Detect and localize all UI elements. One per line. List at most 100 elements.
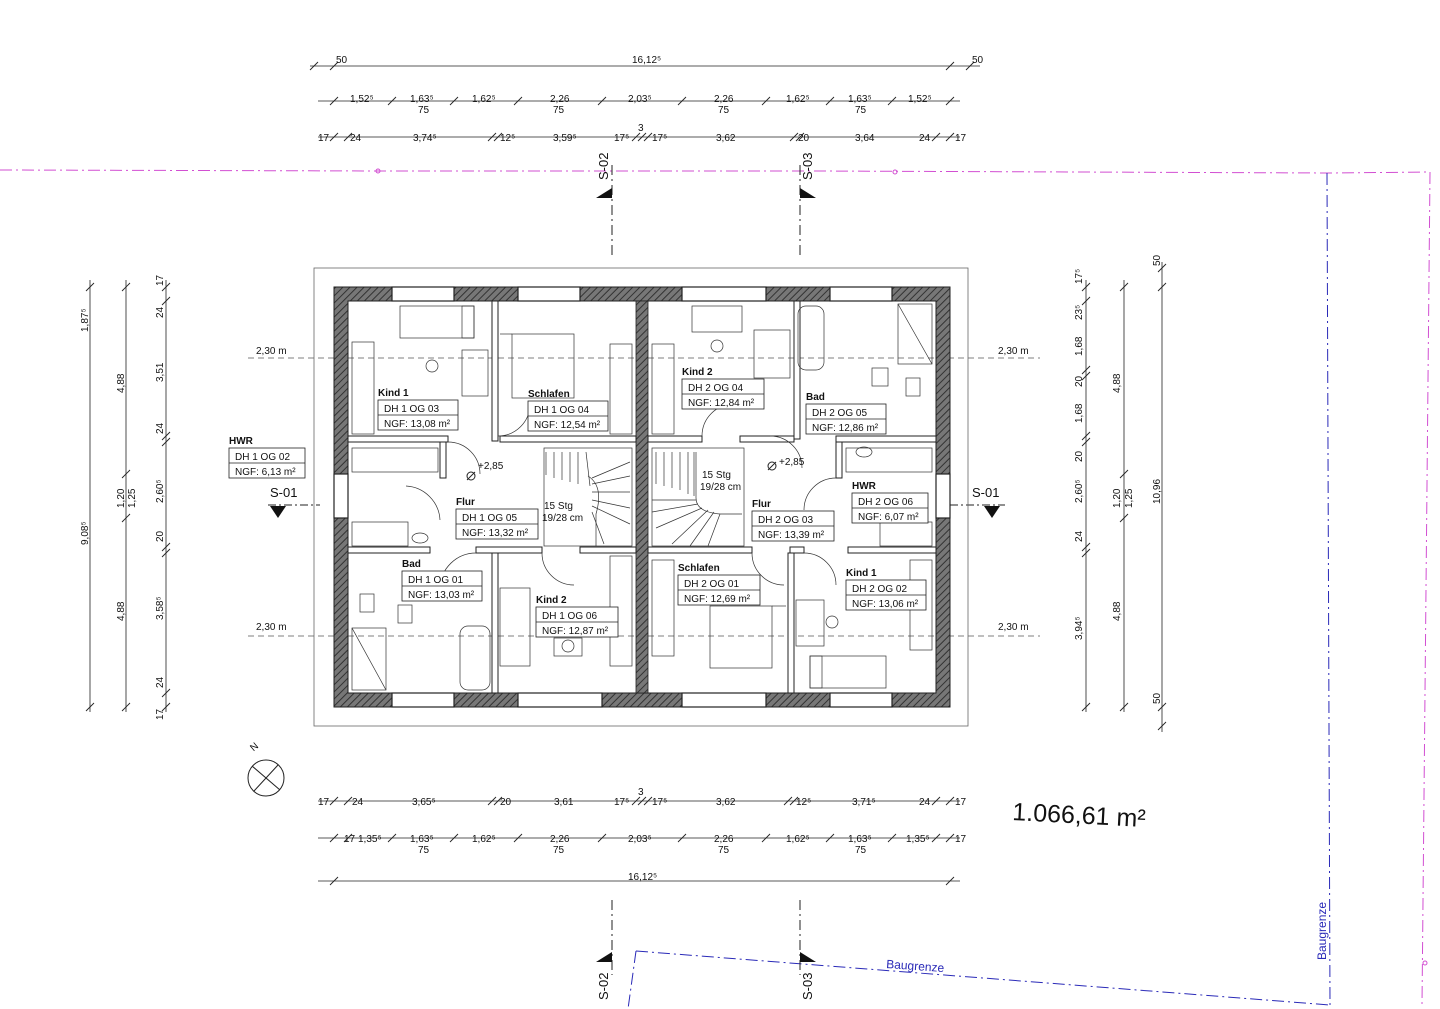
- dim-tick: [329, 833, 339, 843]
- dim-tick: [1081, 542, 1091, 552]
- dim-l-mid-1: 1,25: [127, 488, 138, 508]
- dim-l-win-1: 1,20: [116, 488, 127, 508]
- property-line: [0, 168, 1431, 1006]
- room-name: HWR: [852, 481, 877, 492]
- dim-tick: [493, 796, 503, 806]
- height-label-bl: 2,30 m: [256, 622, 287, 633]
- dim-tick: [487, 796, 497, 806]
- dim-bw-3: 75: [418, 845, 430, 856]
- dim-top-left-50: 50: [336, 55, 348, 66]
- dim-tick: [945, 876, 955, 886]
- room-area: NGF: 13,06 m²: [852, 599, 919, 610]
- furniture: [351, 303, 933, 691]
- dim-l-in-3: 24: [155, 422, 166, 434]
- dim-tick: [887, 833, 897, 843]
- dim-bw-0: 17: [344, 834, 356, 845]
- dim-tick: [329, 876, 339, 886]
- room-code: DH 1 OG 03: [384, 404, 439, 415]
- section-arrow-s02-bottom: [596, 952, 612, 962]
- dim-l-in-7: 24: [155, 676, 166, 688]
- section-label-s01-left: S-01: [270, 485, 297, 500]
- dim-tick: [789, 132, 799, 142]
- section-arrow-s02-top: [596, 188, 612, 198]
- dim-bw-12: 75: [855, 845, 867, 856]
- section-label-s02-bottom: S-02: [596, 973, 611, 1000]
- room-dh2-og05: Bad DH 2 OG 05 NGF: 12,86 m²: [805, 392, 887, 435]
- dim-tick: [677, 96, 687, 106]
- dim-tick: [329, 132, 339, 142]
- dim-tw-3: 1,62⁵: [472, 94, 496, 105]
- dim-tick: [161, 437, 171, 447]
- dim-tick: [825, 96, 835, 106]
- dim-tk-9: 20: [798, 133, 810, 144]
- room-dh1-og04: Schlafen DH 1 OG 04 NGF: 12,54 m²: [527, 389, 609, 432]
- dim-bk-8: 3,62: [716, 797, 736, 808]
- dim-tick: [643, 796, 653, 806]
- room-name: Flur: [456, 497, 475, 508]
- dim-tick: [637, 796, 647, 806]
- dim-tick: [637, 132, 647, 142]
- top-dimensions: 50 16,12⁵ 50 1,52⁵ 1,63⁵ 75 1,62⁵ 2,26 7…: [309, 55, 984, 144]
- dim-tick: [343, 796, 353, 806]
- room-dh1-og01: Bad DH 1 OG 01 NGF: 13,03 m²: [401, 559, 483, 602]
- dim-tick: [945, 833, 955, 843]
- dim-tick: [493, 132, 503, 142]
- room-dh2-og04: Kind 2 DH 2 OG 04 NGF: 12,84 m²: [681, 367, 765, 410]
- dim-tick: [1081, 296, 1091, 306]
- dim-r-total-0: 50: [1152, 254, 1163, 266]
- dim-bk-1: 24: [352, 797, 364, 808]
- stair-left-rise: 19/28 cm: [542, 513, 583, 524]
- left-dimensions: 9,08⁵ 1,87⁵ 1,20 4,88 1,25 4,88 17 24 3,…: [80, 274, 171, 720]
- dim-l-mid-2: 4,88: [116, 601, 127, 621]
- dim-tick: [161, 542, 171, 552]
- dim-l-in-2: 3,51: [155, 362, 166, 382]
- room-code: DH 2 OG 02: [852, 584, 907, 595]
- dim-tick: [761, 833, 771, 843]
- dim-bw-14: 17: [955, 834, 967, 845]
- room-area: NGF: 12,54 m²: [534, 420, 601, 431]
- building: +2,85 +2,85 15 Stg 19/28 cm 15 Stg 19/28…: [313, 267, 969, 727]
- stair-left: [543, 447, 633, 547]
- dim-tw-9: 1,62⁵: [786, 94, 810, 105]
- dim-bw-8: 2,26: [714, 834, 734, 845]
- dim-tick: [1081, 548, 1091, 558]
- room-name: Bad: [402, 559, 421, 570]
- dim-bk-4: 3,61: [554, 797, 574, 808]
- dim-tw-6: 2,03⁵: [628, 94, 652, 105]
- total-area: 1.066,61 m²: [1012, 798, 1147, 833]
- room-code: DH 1 OG 05: [462, 513, 517, 524]
- dim-r-mid-1: 1,25: [1124, 488, 1135, 508]
- dim-tick: [121, 513, 131, 523]
- dim-tick: [761, 96, 771, 106]
- dim-tw-12: 1,52⁵: [908, 94, 932, 105]
- dim-tick: [1157, 721, 1167, 731]
- height-label-tl: 2,30 m: [256, 346, 287, 357]
- dim-tk-0: 17: [318, 133, 330, 144]
- room-area: NGF: 13,03 m²: [408, 590, 475, 601]
- dim-r-total-1: 10,96: [1152, 479, 1163, 504]
- section-label-s03-bottom: S-03: [800, 973, 815, 1000]
- dim-tick: [161, 431, 171, 441]
- dim-tick: [329, 796, 339, 806]
- dim-tick: [161, 702, 171, 712]
- dim-tick: [343, 833, 353, 843]
- dim-bw-1: 1,35⁵: [358, 834, 382, 845]
- dim-bk-10: 3,71⁵: [852, 797, 876, 808]
- dim-l-in-5: 20: [155, 530, 166, 542]
- dim-bw-2: 1,63⁵: [410, 834, 434, 845]
- dim-tw-4: 2,26: [550, 94, 570, 105]
- dim-top-overall: 16,12⁵: [632, 55, 661, 66]
- dim-tick: [1119, 282, 1129, 292]
- stair-right: [651, 447, 745, 547]
- room-area: NGF: 12,87 m²: [542, 626, 609, 637]
- dim-bk-11: 24: [919, 797, 931, 808]
- stair-right-steps: 15 Stg: [702, 470, 731, 481]
- dim-tick: [931, 132, 941, 142]
- section-arrow-s03-bottom: [800, 952, 816, 962]
- dim-tick: [513, 833, 523, 843]
- room-code: DH 1 OG 06: [542, 611, 597, 622]
- room-area: NGF: 12,69 m²: [684, 594, 751, 605]
- dim-tick: [1081, 702, 1091, 712]
- dim-tick: [121, 469, 131, 479]
- dim-tick: [931, 833, 941, 843]
